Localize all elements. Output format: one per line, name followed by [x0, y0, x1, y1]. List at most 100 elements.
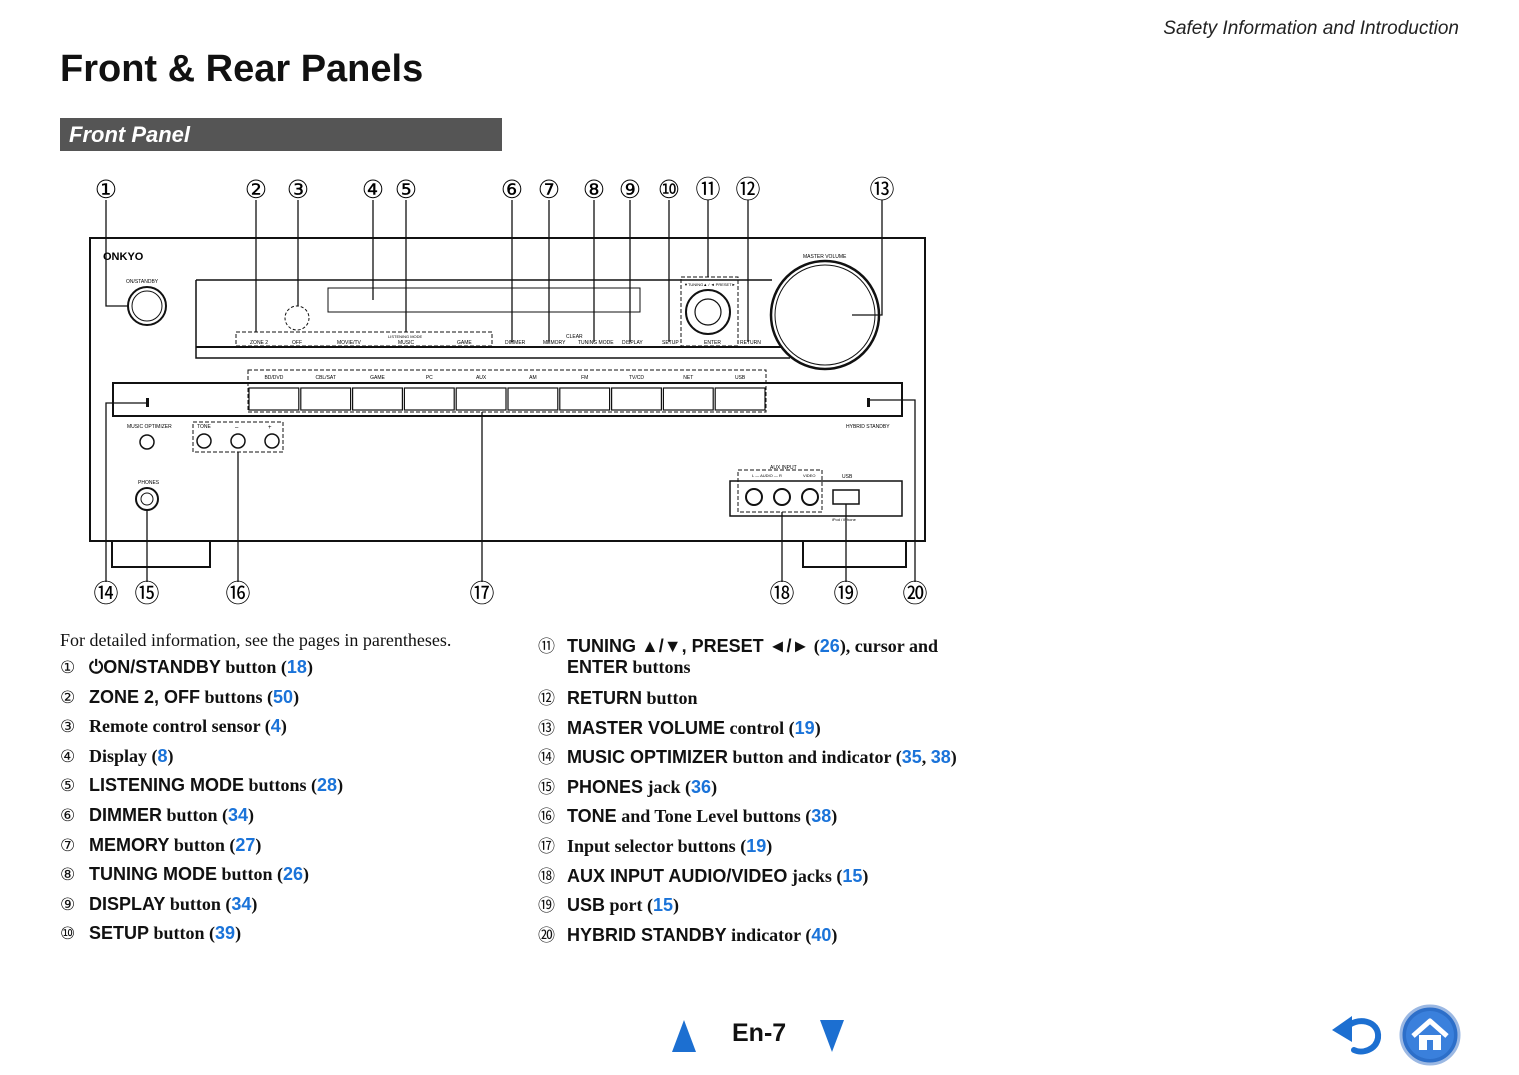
- usb-port[interactable]: [832, 489, 860, 505]
- music-optimizer-label: MUSIC OPTIMIZER: [127, 424, 172, 430]
- page-ref-link[interactable]: 40: [811, 924, 832, 945]
- tone-minus-label: –: [235, 425, 239, 431]
- input-button-7[interactable]: [610, 387, 662, 411]
- page-ref-link[interactable]: 26: [819, 636, 840, 656]
- page-ref-link[interactable]: 36: [691, 776, 712, 797]
- aux-usb-panel: [729, 480, 903, 517]
- back-arrow-icon[interactable]: [1330, 1010, 1386, 1058]
- tone-minus-button[interactable]: [230, 433, 246, 449]
- tone-label: TONE: [197, 424, 211, 430]
- usb-label: USB: [842, 474, 853, 480]
- callout-number: ⑮: [134, 580, 159, 608]
- page-ref-link[interactable]: 26: [283, 864, 304, 885]
- aux-audio-r-jack[interactable]: [773, 488, 791, 506]
- prev-page-arrow[interactable]: [672, 1020, 696, 1052]
- movie-tv-label: MOVIE/TV: [337, 340, 362, 346]
- phones-jack[interactable]: [135, 487, 159, 511]
- page-title: Front & Rear Panels: [60, 48, 424, 90]
- input-button-0[interactable]: [248, 387, 300, 411]
- callout-number: ⑰: [469, 580, 494, 608]
- music-optimizer-indicator: [146, 398, 149, 407]
- input-button-9[interactable]: [714, 387, 766, 411]
- callout-number: ⑫: [735, 176, 760, 204]
- page-ref-link[interactable]: 4: [270, 716, 281, 737]
- aux-audio-l-jack[interactable]: [745, 488, 763, 506]
- callout-number: ⑯: [225, 580, 250, 608]
- input-button-3[interactable]: [403, 387, 455, 411]
- callout-number: ⑦: [538, 176, 560, 204]
- hybrid-standby-indicator: [867, 398, 870, 407]
- enter-button[interactable]: [694, 298, 722, 326]
- input-button-8[interactable]: [662, 387, 714, 411]
- input-button-5[interactable]: [507, 387, 559, 411]
- page-ref-link[interactable]: 19: [794, 717, 815, 738]
- display-window: [327, 287, 641, 313]
- page-ref-link[interactable]: 38: [811, 806, 832, 827]
- video-label: VIDEO: [803, 473, 815, 478]
- callout-number: ⑭: [93, 580, 118, 608]
- page-ref-link[interactable]: 15: [653, 895, 674, 916]
- zone2-label: ZONE 2: [250, 340, 268, 346]
- page-ref-link[interactable]: 38: [930, 747, 951, 768]
- input-button-label: BD/DVD: [264, 375, 283, 381]
- tone-plus-label: +: [268, 425, 272, 431]
- input-button-4[interactable]: [455, 387, 507, 411]
- front-panel-diagram: ONKYO ON/STANDBY ZONE 2 OFF LISTENING MO…: [89, 176, 928, 608]
- page-ref-link[interactable]: 34: [228, 805, 249, 825]
- tuning-group: [680, 276, 739, 347]
- page-ref-link[interactable]: 27: [235, 834, 256, 855]
- enter-label: ENTER: [704, 340, 721, 346]
- input-button-label: TV/CD: [629, 375, 644, 381]
- input-button-label: GAME: [370, 375, 385, 381]
- section-title: Front Panel: [60, 118, 502, 151]
- home-icon[interactable]: [1399, 1004, 1461, 1066]
- tone-plus-button[interactable]: [264, 433, 280, 449]
- aux-video-jack[interactable]: [801, 488, 819, 506]
- page-ref-link[interactable]: 34: [231, 893, 252, 914]
- phones-label: PHONES: [138, 480, 160, 486]
- callout-number: ⑲: [833, 580, 858, 608]
- input-button-label: NET: [683, 375, 693, 381]
- input-button-label: USB: [735, 375, 746, 381]
- intro-text: For detailed information, see the pages …: [60, 630, 452, 650]
- page-ref-link[interactable]: 15: [842, 865, 863, 886]
- ipod-label: iPod / iPhone: [832, 517, 857, 522]
- input-button-6[interactable]: [559, 387, 611, 411]
- mode-buttons-group: [235, 331, 493, 347]
- on-standby-button[interactable]: [127, 286, 167, 326]
- page-ref-link[interactable]: 39: [215, 923, 236, 944]
- chassis-outline: [89, 237, 926, 542]
- memory-label: MEMORY: [543, 340, 566, 346]
- next-page-arrow[interactable]: [820, 1020, 844, 1052]
- page-ref-link[interactable]: 18: [286, 657, 307, 677]
- page-ref-link[interactable]: 8: [157, 745, 168, 766]
- music-optimizer-button[interactable]: [139, 434, 155, 450]
- clear-label: CLEAR: [566, 334, 583, 340]
- tone-button[interactable]: [196, 433, 212, 449]
- input-button-1[interactable]: [300, 387, 352, 411]
- callout-number: ③: [287, 176, 309, 204]
- page-ref-link[interactable]: 19: [746, 836, 767, 856]
- page-ref-link[interactable]: 35: [901, 747, 922, 768]
- dimmer-label: DIMMER: [505, 340, 526, 346]
- page-ref-link[interactable]: 28: [317, 775, 338, 796]
- listening-mode-label: LISTENING MODE: [388, 334, 423, 339]
- callout-number: ⑪: [695, 176, 720, 204]
- page-ref-link[interactable]: 50: [273, 686, 294, 707]
- input-button-2[interactable]: [352, 387, 404, 411]
